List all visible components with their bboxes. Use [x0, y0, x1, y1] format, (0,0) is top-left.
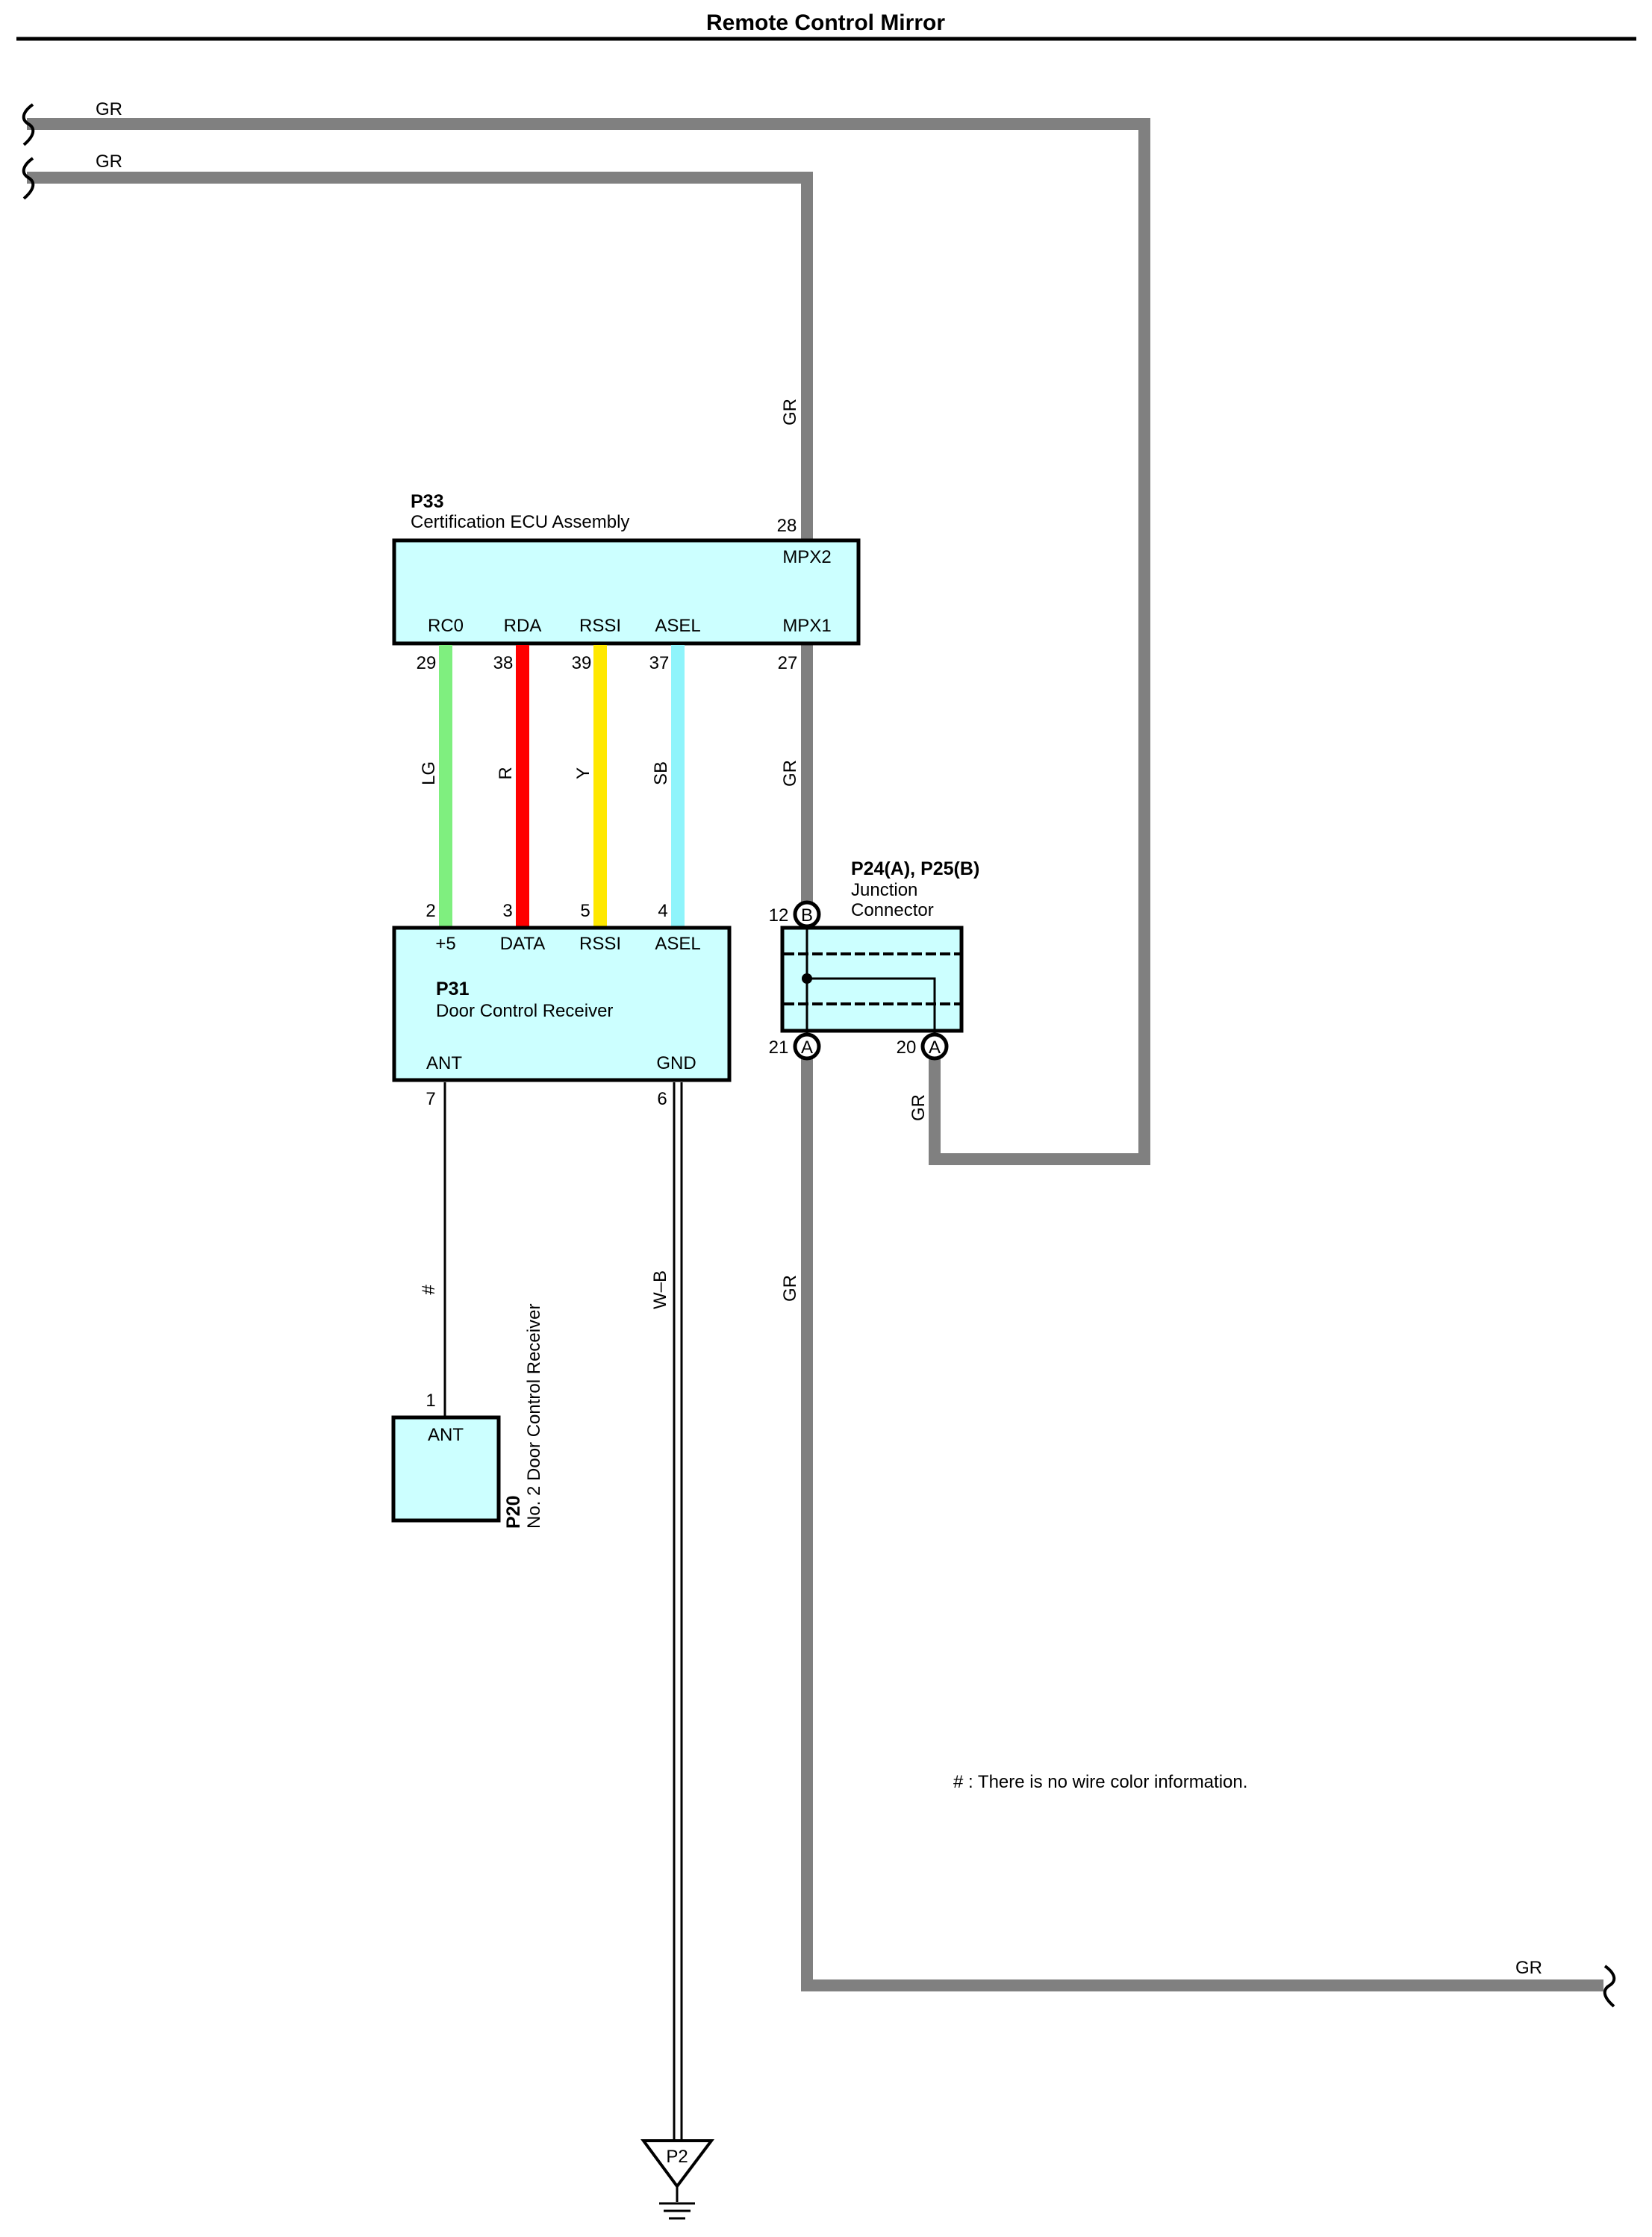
junction-pin-a20-letter: A [929, 1038, 941, 1058]
gr-label-bottom: GR [1515, 1958, 1542, 1978]
junction-pin-a20 [920, 1032, 949, 1061]
p31-name: Door Control Receiver [436, 1001, 613, 1021]
p33-box [392, 538, 861, 646]
p31-component: 2 3 5 4 +5 DATA RSSI ASEL P31 Door Contr… [392, 901, 732, 1109]
wire-color-note: # : There is no wire color information. [953, 1772, 1247, 1792]
gr-wire-bottom-route [801, 1046, 1603, 1991]
wire-label-r: R [496, 767, 516, 779]
junction-pin-a20-number: 20 [897, 1038, 917, 1058]
gr-wire-mpx2-route [27, 172, 813, 543]
gr-label-top-1: GR [96, 99, 122, 119]
p33-pin-rssi-number: 39 [572, 653, 592, 673]
gr-wire-network [27, 118, 1603, 1991]
wire-label-sb: SB [651, 761, 671, 785]
p33-pin-asel-number: 37 [649, 653, 670, 673]
signal-wires [439, 645, 685, 926]
p31-pin-rssi-number: 5 [580, 901, 590, 921]
ground-triangle [640, 2139, 715, 2189]
p20-box [391, 1415, 501, 1523]
wire-break-marks [22, 103, 1616, 2008]
p33-code: P33 [411, 491, 443, 512]
gr-label-top-2: GR [96, 152, 122, 172]
p31-pin-rssi-label: RSSI [579, 934, 621, 954]
p31-pin-data-number: 3 [502, 901, 512, 921]
p31-pin-ant-number: 7 [426, 1089, 435, 1109]
p20-pin-ant-label: ANT [428, 1425, 464, 1445]
break-mark-bottom [1603, 1965, 1616, 2008]
p33-component: P33 Certification ECU Assembly MPX2 28 R… [392, 491, 861, 673]
gr-wire-top-route [27, 118, 1150, 1165]
junction-code: P24(A), P25(B) [851, 858, 979, 879]
p31-code: P31 [436, 979, 470, 999]
junction-pin-a21-number: 21 [769, 1038, 789, 1058]
p20-component: 1 ANT P20 No. 2 Door Control Receiver [391, 1304, 544, 1529]
junction-internal-branch [807, 977, 936, 1040]
p20-pin-ant-number: 1 [426, 1391, 435, 1411]
wire-label-gnd: W–B [650, 1270, 670, 1309]
p33-pin-asel-label: ASEL [655, 616, 700, 636]
p33-pin-mpx1-label: MPX1 [782, 616, 831, 636]
ground-label: P2 [666, 2147, 688, 2167]
p31-pin-plus5-label: +5 [435, 934, 455, 954]
junction-pin-a21 [793, 1032, 821, 1061]
p33-pin-rssi-label: RSSI [579, 616, 621, 636]
p31-box [392, 926, 732, 1082]
junction-pin-b-letter: B [801, 905, 813, 926]
p31-pin-gnd-label: GND [656, 1053, 696, 1073]
p33-pin-rc0-label: RC0 [428, 616, 464, 636]
p20-code: P20 [503, 1496, 524, 1529]
p31-pin-gnd-number: 6 [657, 1089, 667, 1109]
p31-pin-plus5-number: 2 [426, 901, 435, 921]
p33-name: Certification ECU Assembly [411, 512, 629, 532]
break-mark-top-2 [22, 157, 35, 200]
junction-name-2: Connector [851, 900, 934, 920]
p31-pin-data-label: DATA [500, 934, 545, 954]
wire-label-ant: # [419, 1285, 439, 1295]
p33-pin-rc0-number: 29 [417, 653, 437, 673]
junction-pin-a21-letter: A [801, 1038, 813, 1058]
p33-pin-mpx2-number: 28 [777, 516, 797, 536]
junction-pin-b [793, 900, 821, 929]
p33-pin-rda-label: RDA [504, 616, 542, 636]
p20-name: No. 2 Door Control Receiver [524, 1304, 544, 1529]
diagram-title: Remote Control Mirror [706, 10, 945, 35]
break-mark-top-1 [22, 103, 35, 146]
ground-p2: P2 [640, 2139, 715, 2220]
junction-connector: P24(A), P25(B) Junction Connector B 12 A… [769, 858, 979, 1061]
wire-label-lg: LG [419, 761, 439, 785]
gr-label-junction-out: GR [908, 1094, 929, 1121]
wire-label-y: Y [573, 767, 593, 779]
p31-pin-asel-number: 4 [658, 901, 667, 921]
junction-pin-b-number: 12 [769, 905, 789, 926]
junction-splice-dot [802, 973, 812, 984]
p33-pin-mpx1-number: 27 [778, 653, 798, 673]
junction-name-1: Junction [851, 880, 917, 900]
wire-gnd [673, 1082, 683, 2147]
gr-label-vert-mid: GR [780, 760, 800, 787]
p33-pin-rda-number: 38 [493, 653, 514, 673]
gr-label-vert-lower: GR [780, 1275, 800, 1302]
p31-pin-ant-label: ANT [426, 1053, 462, 1073]
p31-pin-asel-label: ASEL [655, 934, 700, 954]
gr-label-vert-upper: GR [780, 399, 800, 425]
p33-pin-mpx2-label: MPX2 [782, 547, 831, 567]
